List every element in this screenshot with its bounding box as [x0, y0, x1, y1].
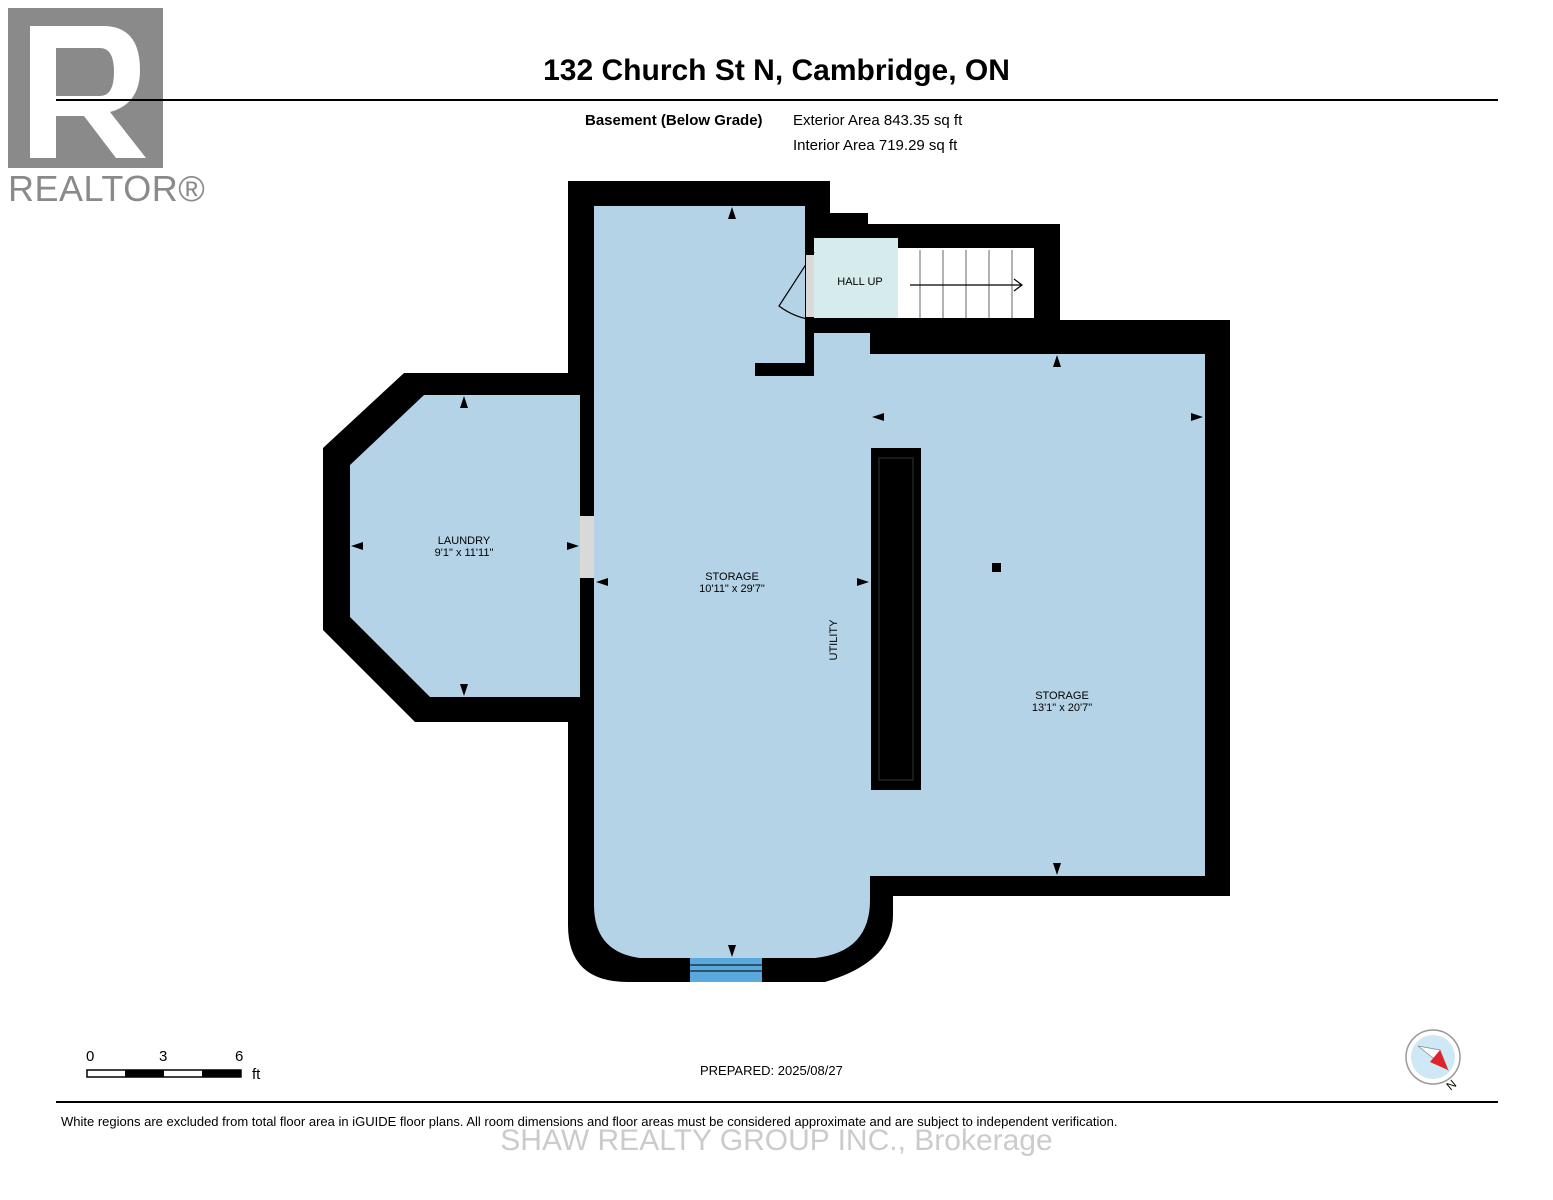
laundry-name: LAUNDRY — [437, 535, 491, 547]
disclaimer: White regions are excluded from total fl… — [61, 1114, 1118, 1129]
stair-arrow — [910, 278, 1023, 292]
storage-east-name: STORAGE — [1035, 690, 1089, 702]
hall-door-jamb — [806, 255, 814, 317]
scale-bar — [86, 1069, 242, 1078]
storage-east-label: STORAGE 13'1" x 20'7" — [1032, 690, 1092, 714]
brokerage-watermark: SHAW REALTY GROUP INC., Brokerage — [500, 1124, 1053, 1157]
north-compass-icon — [1405, 1029, 1461, 1085]
realtor-r-icon — [30, 26, 146, 158]
storage-room-main — [594, 206, 870, 958]
laundry-label: LAUNDRY 9'1" x 11'11" — [435, 535, 494, 559]
scale-unit: ft — [252, 1066, 261, 1083]
storage-main-label: STORAGE 10'11" x 29'7" — [699, 571, 765, 595]
scale-tick-0: 0 — [86, 1048, 95, 1065]
scale-tick-6: 6 — [235, 1048, 244, 1065]
storage-room-east — [870, 354, 1205, 876]
prepared-date: PREPARED: 2025/08/27 — [700, 1063, 843, 1078]
hall-door — [778, 251, 815, 321]
floor-label: Basement (Below Grade) — [585, 112, 763, 129]
storage-main-name: STORAGE — [705, 571, 759, 583]
header-divider — [56, 99, 1498, 101]
realtor-logo-text: REALTOR® — [8, 168, 206, 209]
storage-east-dims: 13'1" x 20'7" — [1031, 702, 1093, 714]
page-title: 132 Church St N, Cambridge, ON — [543, 54, 1010, 87]
dimension-arrows — [351, 207, 1203, 957]
laundry-room — [350, 395, 580, 697]
footer-divider — [56, 1101, 1498, 1103]
laundry-door-opening — [580, 516, 594, 578]
laundry-dims: 9'1" x 11'11" — [434, 547, 494, 559]
support-post — [992, 563, 1001, 572]
interior-area: Interior Area 719.29 sq ft — [793, 137, 958, 154]
storage-main-dims: 10'11" x 29'7" — [699, 583, 765, 595]
stair-treads — [919, 250, 1013, 318]
utility-label: UTILITY — [828, 619, 840, 661]
hall-label: HALL UP — [837, 276, 883, 288]
room-fills — [350, 206, 1205, 958]
realtor-logo — [8, 8, 163, 168]
scale-tick-3: 3 — [159, 1048, 168, 1065]
exterior-area: Exterior Area 843.35 sq ft — [793, 112, 963, 129]
hall-up-area — [814, 238, 898, 318]
window — [690, 958, 762, 982]
